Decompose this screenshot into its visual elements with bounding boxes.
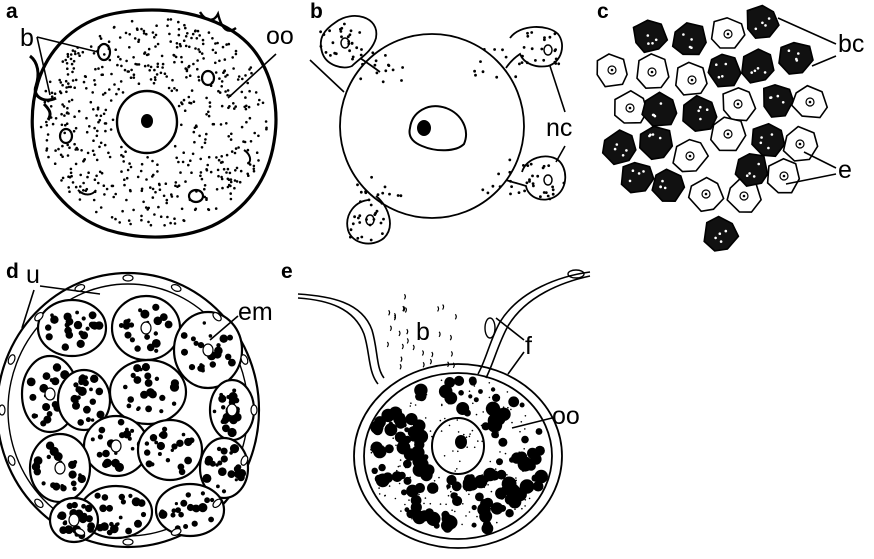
- panel-a-letter: a: [6, 0, 18, 23]
- panel-d-label-u: u: [26, 261, 40, 289]
- panel-c-letter: c: [597, 0, 609, 23]
- panel-b-letter: b: [310, 0, 323, 23]
- panel-a-bacteria-body: [60, 129, 72, 143]
- panel-e-label-f: f: [525, 332, 532, 360]
- panel-a-bacteria-body: [98, 44, 110, 60]
- panel-a-cytoplasm-dots: [40, 18, 268, 227]
- panel-b-nurse-cell: [321, 16, 380, 72]
- panel-c: c bc e: [597, 0, 864, 251]
- panel-c-label-bc: bc: [838, 30, 864, 58]
- panel-a-notch: [78, 150, 250, 195]
- panel-a-nucleolus: [141, 114, 153, 128]
- panel-b-leader-oo: [310, 60, 344, 92]
- panel-b-oocyte-outline: [340, 34, 524, 218]
- panel-d: d u em: [0, 260, 273, 547]
- panel-b-nurse-nucleus: [544, 45, 552, 55]
- panel-c-leader-bc: [812, 56, 836, 66]
- panel-c-label-e: e: [838, 156, 852, 184]
- panel-b-label-nc: nc: [546, 114, 572, 142]
- panel-e-label-oo: oo: [552, 402, 580, 430]
- panel-c-cell-cluster: [597, 6, 827, 251]
- panel-b-nurse-nucleus: [544, 175, 552, 185]
- panel-e-letter: e: [281, 260, 293, 283]
- panel-e: e b f oo: [281, 260, 590, 548]
- panel-b-leader-nc: [550, 66, 565, 112]
- panel-e-leader-f: [496, 318, 524, 340]
- panel-a-label-oo: oo: [266, 22, 294, 50]
- panel-e-nucleolus: [455, 435, 467, 449]
- panel-b-leader-nc: [556, 146, 565, 162]
- panel-d-letter: d: [6, 260, 19, 283]
- panel-d-embryo-cells: [0, 275, 257, 545]
- panel-a-bacteria-body: [202, 71, 214, 85]
- panel-a-leader-b: [37, 37, 98, 52]
- panel-b-nucleolus: [417, 120, 431, 136]
- panel-a-notch: [200, 12, 236, 31]
- panel-c-leader-bc: [778, 18, 836, 44]
- panel-b: b nc: [310, 0, 572, 244]
- panel-e-follicle-stalk: [298, 294, 384, 384]
- panel-a-leader-b: [37, 37, 50, 95]
- panel-e-yolk-granules: [370, 376, 548, 535]
- panel-e-leader-f: [508, 352, 524, 374]
- panel-b-granules: [319, 23, 565, 242]
- panel-a-label-b: b: [20, 24, 34, 52]
- panel-a: a b oo: [6, 0, 294, 237]
- panel-e-follicle-cell: [485, 318, 495, 338]
- panel-b-nurse-cell: [506, 156, 565, 199]
- panel-e-label-b: b: [416, 318, 430, 346]
- panel-d-label-em: em: [238, 298, 273, 326]
